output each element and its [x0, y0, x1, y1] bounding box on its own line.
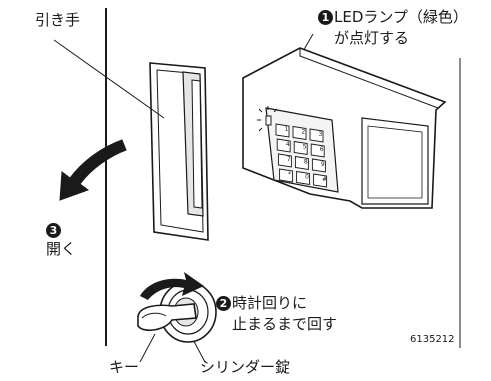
step1-line2: が点灯する [334, 29, 410, 47]
keypad-key [311, 158, 326, 173]
open-arrow-icon [59, 139, 127, 201]
step2-line2: 止まるまで回す [232, 315, 338, 333]
rotate-arrow-icon [140, 272, 204, 300]
keypad-key-label: 8 [304, 159, 308, 166]
keypad-key [275, 123, 290, 138]
key-icon [137, 303, 197, 332]
key-label: キー [109, 358, 140, 376]
figure-code: 6135212 [410, 334, 455, 345]
step2-line1: 時計回りに [232, 294, 308, 312]
keypad-key-label: * [288, 171, 291, 178]
pull-handle-leader [53, 39, 165, 119]
keypad-unit [242, 47, 447, 209]
keypad-key-label: 9 [321, 161, 325, 168]
keypad-key-label: 5 [303, 144, 307, 151]
led-lamp-icon [265, 115, 272, 126]
keypad-key [277, 153, 292, 168]
keypad-key [276, 138, 291, 153]
pull-handle [149, 62, 209, 241]
keypad-key-label: 1 [285, 126, 289, 133]
step1-line1: LEDランプ（緑色） [334, 8, 468, 26]
step3-text: 開く [46, 240, 77, 258]
keypad-key-label: 3 [319, 131, 323, 138]
keypad-key [279, 168, 294, 183]
step1-number-badge: 1 [318, 10, 333, 25]
keypad-key-label: 4 [286, 141, 290, 148]
keypad-key [310, 143, 325, 158]
keypad-key [309, 128, 324, 143]
step3-number-wrap: 3 [46, 221, 62, 239]
keypad-key-label: 7 [287, 156, 291, 163]
pull-handle-label: 引き手 [35, 11, 81, 29]
keypad-key-label: 6 [320, 146, 324, 153]
keypad-keys: 1 2 3 4 5 6 7 8 9 * 0 # [275, 123, 328, 188]
keypad-key [294, 155, 309, 171]
step3-number-badge: 3 [46, 223, 61, 238]
step2-number-badge: 2 [216, 296, 231, 311]
keypad-key [296, 170, 311, 186]
keypad-key [293, 140, 308, 156]
key-leader [139, 333, 156, 363]
keypad-key-label: 0 [305, 174, 309, 181]
keypad-key [313, 173, 328, 188]
keypad-key [292, 125, 307, 141]
keypad-key-label: # [322, 176, 327, 183]
keypad-key-label: 2 [302, 129, 306, 136]
led-glow-icon [257, 106, 278, 132]
cylinder-lock-label: シリンダー錠 [200, 358, 291, 376]
